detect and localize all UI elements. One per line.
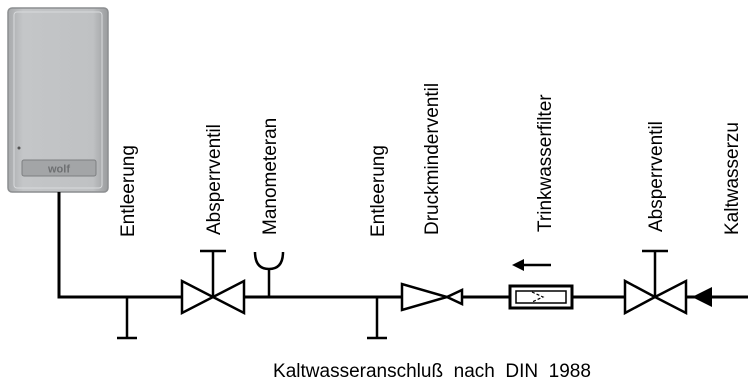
drinking-water-filter	[508, 259, 574, 310]
label-absperrventil-2: Absperrventil	[646, 121, 667, 232]
inlet-arrow-icon	[692, 287, 712, 307]
diagram-caption: Kaltwasseranschluß nach DIN 1988	[273, 361, 591, 382]
label-absperrventil-1: Absperrventil	[204, 124, 225, 235]
boiler-unit: wolf	[7, 7, 109, 193]
boiler-nameplate	[21, 159, 97, 177]
label-kaltwasserzulauf: Kaltwasserzu	[722, 122, 743, 235]
label-manometeranschluss: Manometeran	[260, 118, 281, 235]
boiler-brand: wolf	[47, 164, 70, 176]
drain-valve-2	[367, 297, 387, 340]
pressure-reducing-valve	[400, 282, 464, 312]
manometer-connection	[253, 251, 285, 297]
label-trinkwasserfilter: Trinkwasserfilter	[535, 94, 556, 232]
water-pipe	[57, 192, 748, 299]
label-entleerung-1: Entleerung	[118, 145, 139, 237]
shutoff-valve-2	[623, 249, 688, 316]
label-druckminderventil: Druckminderventil	[422, 83, 443, 235]
drain-valve-1	[117, 297, 137, 340]
shutoff-valve-1	[180, 249, 246, 316]
label-entleerung-2: Entleerung	[368, 145, 389, 237]
